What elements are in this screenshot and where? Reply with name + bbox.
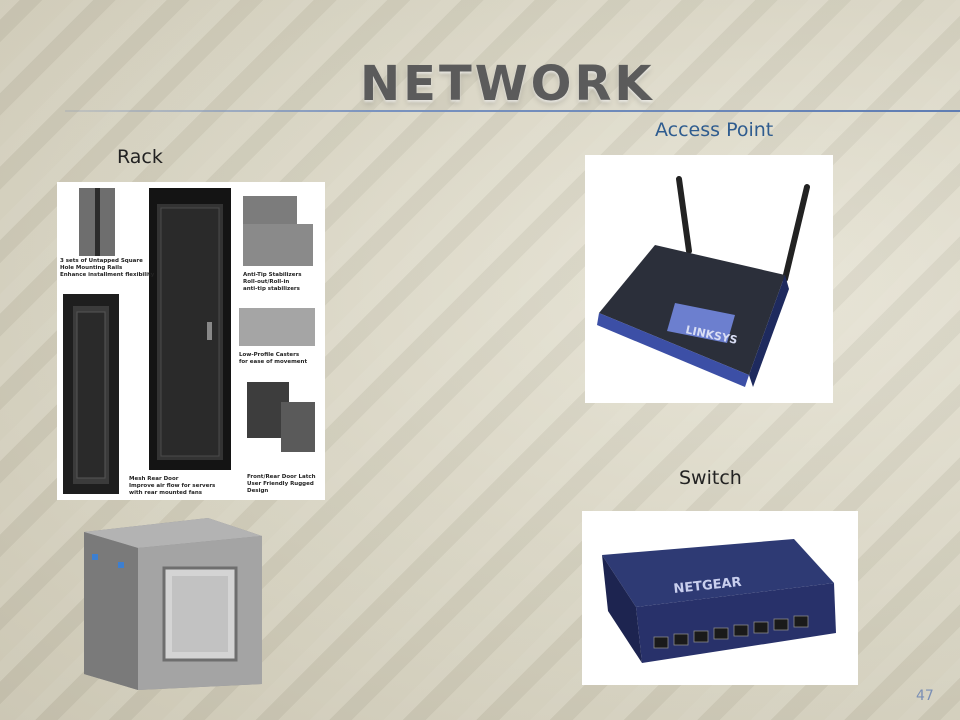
- caption-rails-1: 3 sets of Untapped Square: [60, 258, 143, 264]
- caption-stabilizers-3: anti-tip stabilizers: [243, 286, 301, 292]
- access-point-label: Access Point: [655, 119, 774, 141]
- wall-rack-image: [78, 514, 266, 690]
- caption-casters-1: Low-Profile Casters: [239, 352, 300, 358]
- caption-latch-3: Design: [247, 488, 268, 494]
- caption-stabilizers-2: Roll-out/Roll-in: [243, 279, 289, 285]
- access-point-image: LINKSYS: [585, 155, 833, 403]
- caption-mesh-2: Improve air flow for servers: [129, 483, 216, 489]
- switch-label: Switch: [679, 467, 742, 489]
- caption-latch-2: User Friendly Rugged: [247, 481, 314, 487]
- netgear-brand: NETGEAR: [673, 575, 742, 597]
- caption-casters-2: for ease of movement: [239, 359, 307, 365]
- slide-title: NETWORK: [360, 56, 655, 112]
- caption-rails-2: Hole Mounting Rails: [60, 265, 123, 271]
- page-number: 47: [916, 688, 934, 704]
- caption-latch-1: Front/Rear Door Latch: [247, 474, 316, 480]
- caption-stabilizers-1: Anti-Tip Stabilizers: [243, 272, 302, 278]
- title-underline: [65, 110, 960, 112]
- caption-mesh-1: Mesh Rear Door: [129, 476, 179, 482]
- caption-mesh-3: with rear mounted fans: [129, 490, 203, 496]
- rack-brochure-image: 3 sets of Untapped Square Hole Mounting …: [57, 182, 325, 500]
- switch-image: NETGEAR: [582, 511, 858, 685]
- rack-label: Rack: [117, 146, 163, 168]
- caption-rails-3: Enhance installment flexibility: [60, 272, 155, 278]
